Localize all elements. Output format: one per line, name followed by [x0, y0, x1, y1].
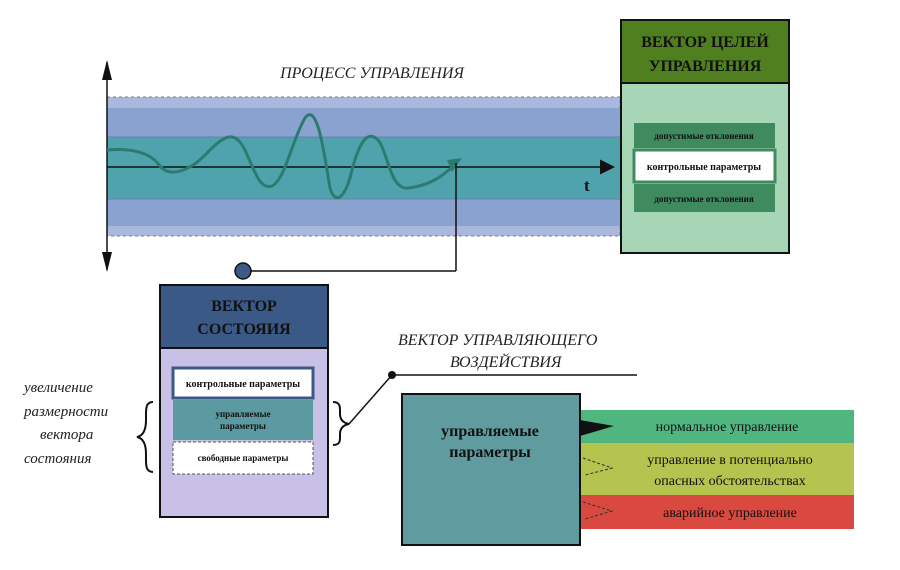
mode-normal-label: нормальное управление: [656, 420, 799, 435]
left-note-line2: размерности: [23, 404, 108, 420]
mode-emergency-bg: [581, 495, 854, 529]
goals-title-line1: ВЕКТОР ЦЕЛЕЙ: [641, 32, 769, 51]
goals-row-lower-label: допустимые отклонения: [654, 194, 754, 204]
state-connector: [234, 163, 457, 280]
goals-row-control-label: контрольные параметры: [647, 162, 761, 173]
state-title-line1: ВЕКТОР: [211, 298, 277, 315]
state-row-managed-label1: управляемые: [216, 409, 271, 419]
goals-header: [620, 19, 790, 84]
process-title: ПРОЦЕСС УПРАВЛЕНИЯ: [279, 65, 465, 82]
state-row-free: [172, 441, 314, 475]
connector-dot: [234, 262, 252, 280]
axis-arrow-down-icon: [102, 252, 112, 272]
mode-normal-bg: [581, 410, 854, 443]
state-row-control-label: контрольные параметры: [186, 379, 300, 390]
wave-arrow-icon: [447, 158, 462, 172]
state-header: [159, 284, 329, 349]
goals-row-control: [632, 148, 777, 184]
left-note-line3: вектора: [40, 427, 93, 443]
axis-arrow-up-icon: [102, 60, 112, 80]
control-vector-title-line2: ВОЗДЕЙСТВИЯ: [450, 352, 563, 371]
goals-vector: ВЕКТОР ЦЕЛЕЙ УПРАВЛЕНИЯ допустимые откло…: [620, 19, 790, 254]
mode-emergency-label: аварийное управление: [663, 506, 797, 521]
state-vector: ВЕКТОР СОСТОЯИЯ контрольные параметры уп…: [159, 284, 329, 518]
mode-hazard-label2: опасных обстоятельствах: [654, 474, 805, 489]
goals-title-line2: УПРАВЛЕНИЯ: [649, 58, 762, 75]
left-brace-icon: [136, 401, 154, 473]
vertical-axis: [102, 60, 112, 272]
control-connector: [348, 371, 637, 425]
mode-hazard-label1: управление в потенциально: [647, 453, 812, 468]
control-vector-title-line1: ВЕКТОР УПРАВЛЯЮЩЕГО: [398, 332, 598, 349]
process-wave: [106, 113, 457, 200]
band-core: [107, 137, 620, 199]
left-note-line1: увеличение: [22, 380, 93, 396]
controlled-label-line2: параметры: [449, 444, 531, 461]
state-row-managed-label2: параметры: [220, 421, 266, 431]
normal-arrow-icon: [580, 420, 614, 436]
goals-row-upper: [634, 123, 775, 148]
controlled-box-bg: [401, 393, 581, 546]
mode-hazard-bg: [581, 443, 854, 495]
time-axis-label: t: [584, 176, 590, 195]
left-note: увеличение размерности вектора состояния: [22, 380, 108, 467]
state-title-line2: СОСТОЯИЯ: [197, 321, 291, 338]
right-brace-icon: [332, 401, 350, 446]
state-row-control: [171, 366, 315, 400]
state-row-free-label: свободные параметры: [198, 453, 289, 463]
hazard-arrow-icon: [582, 457, 614, 476]
goals-row-lower: [634, 184, 775, 212]
modes-panel: нормальное управление управление в потен…: [580, 410, 854, 529]
emergency-arrow-icon: [582, 501, 614, 520]
left-note-line4: состояния: [24, 451, 91, 467]
state-row-managed: [173, 400, 313, 440]
controlled-box: управляемые параметры: [401, 393, 581, 546]
controlled-label-line1: управляемые: [441, 423, 539, 440]
goals-row-upper-label: допустимые отклонения: [654, 131, 754, 141]
